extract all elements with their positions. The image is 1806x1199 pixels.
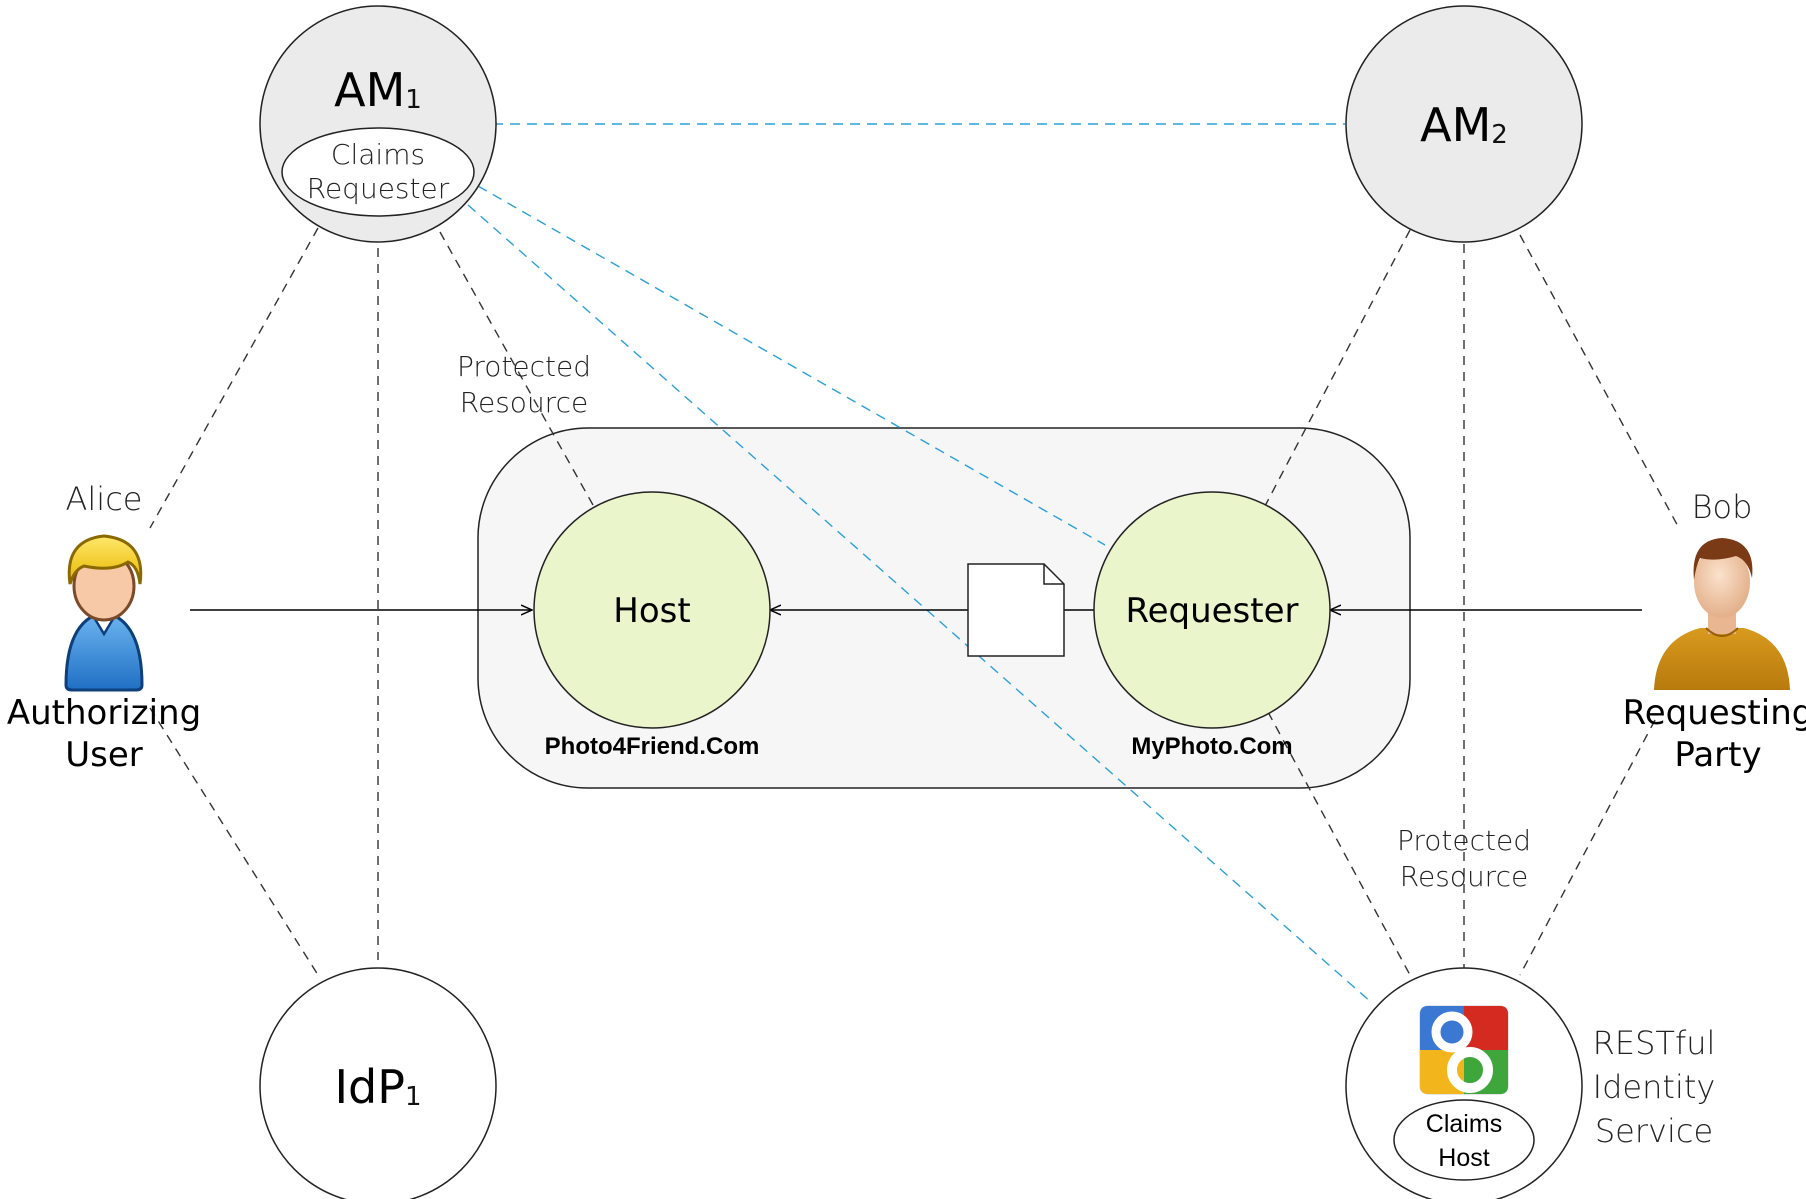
host-label: Host xyxy=(613,591,690,631)
link-am1-host xyxy=(439,231,594,506)
link-bob-identity xyxy=(1519,719,1656,976)
identity-service-caption: RESTful Identity Service xyxy=(1593,1024,1716,1150)
alice-avatar-icon xyxy=(64,534,144,692)
claims-requester-line2: Requester xyxy=(307,172,450,205)
google-logo-icon xyxy=(1419,1005,1509,1095)
requester-label: Requester xyxy=(1125,591,1298,631)
bob-role-line2: Party xyxy=(1674,735,1761,775)
claims-host-ellipse xyxy=(1393,1099,1535,1181)
link-alice-idp1 xyxy=(149,707,319,976)
am2-node: AM2 xyxy=(1345,5,1583,243)
alice-role-line2: User xyxy=(65,735,143,775)
bob-avatar-icon xyxy=(1654,538,1790,690)
link-am1-alice xyxy=(149,227,319,529)
alice-name: Alice xyxy=(66,480,143,518)
claims-requester-line1: Claims xyxy=(331,138,425,171)
svg-text:Service: Service xyxy=(1595,1112,1713,1150)
claims-host-line2: Host xyxy=(1438,1144,1489,1172)
am1-node: AM1 Claims Requester xyxy=(259,5,497,243)
document-icon xyxy=(967,563,1065,657)
claims-requester-ellipse xyxy=(281,127,475,217)
alice-person: Alice Authorizing User xyxy=(7,480,201,775)
idp1-node: IdP1 xyxy=(259,967,497,1199)
svg-text:Identity: Identity xyxy=(1593,1068,1716,1106)
bob-name: Bob xyxy=(1692,488,1753,526)
svg-text:Protected: Protected xyxy=(1397,824,1531,857)
requester-node: Requester MyPhoto.Com xyxy=(1093,491,1331,760)
link-claimsreq-claimshost xyxy=(467,204,1373,1004)
link-am2-requester xyxy=(1264,229,1411,507)
identity-service-node: Claims Host xyxy=(1345,967,1583,1199)
link-am2-bob xyxy=(1519,234,1681,531)
requester-domain: MyPhoto.Com xyxy=(1131,733,1292,760)
protected-resource-bottom: Protected Resource xyxy=(1397,824,1531,893)
bob-person: Bob Requesting Party xyxy=(1623,488,1806,775)
host-node: Host Photo4Friend.Com xyxy=(533,491,771,760)
svg-text:RESTful: RESTful xyxy=(1593,1024,1716,1062)
svg-text:Resource: Resource xyxy=(460,386,588,419)
alice-role-line1: Authorizing xyxy=(7,693,201,733)
am1-label: AM1 xyxy=(334,63,422,117)
svg-text:Protected: Protected xyxy=(457,350,591,383)
blue-dashed-links xyxy=(467,123,1373,1004)
idp1-label: IdP1 xyxy=(334,1060,421,1114)
svg-text:Resource: Resource xyxy=(1400,860,1528,893)
bob-role-line1: Requesting xyxy=(1623,693,1806,733)
protected-resource-top: Protected Resource xyxy=(457,350,591,419)
black-dashed-links xyxy=(149,227,1681,976)
am2-label: AM2 xyxy=(1420,98,1508,152)
link-requester-identity xyxy=(1267,711,1411,976)
claims-host-line1: Claims xyxy=(1426,1110,1502,1138)
link-claimsreq-requester xyxy=(477,185,1106,546)
host-domain: Photo4Friend.Com xyxy=(545,733,760,760)
